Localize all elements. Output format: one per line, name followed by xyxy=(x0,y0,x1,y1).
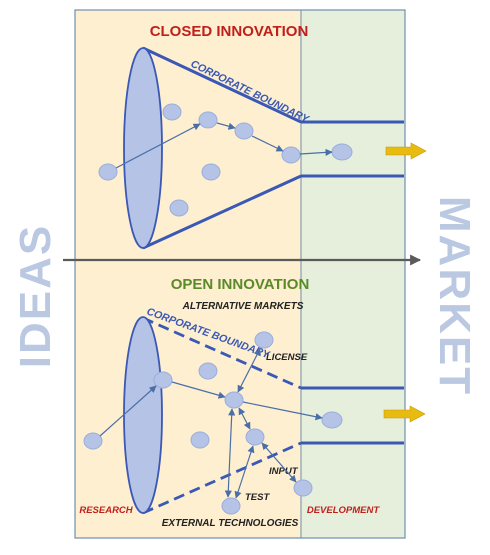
open-output-arrow xyxy=(383,405,426,423)
development-zone xyxy=(301,10,405,538)
closed-node xyxy=(201,163,221,181)
open-arrow xyxy=(234,445,255,499)
open-arrow xyxy=(242,401,323,421)
open-node xyxy=(321,411,343,429)
open-funnel-mouth xyxy=(123,316,163,514)
external-technologies-label: EXTERNAL TECHNOLOGIES xyxy=(162,518,299,529)
closed-node xyxy=(234,122,254,140)
diagram-frame xyxy=(74,9,406,539)
open-node xyxy=(190,431,210,449)
closed-arrow xyxy=(115,123,201,169)
open-arrow xyxy=(99,385,157,437)
open-node xyxy=(221,497,241,515)
closed-arrow xyxy=(251,135,284,152)
development-zone-label: DEVELOPMENT xyxy=(307,505,381,516)
open-node xyxy=(224,391,244,409)
open-arrow xyxy=(238,407,251,430)
closed-innovation-title: CLOSED INNOVATION xyxy=(150,23,309,40)
closed-funnel-top-line xyxy=(142,46,302,124)
open-node xyxy=(153,371,173,389)
closed-node xyxy=(162,103,182,121)
open-arrows xyxy=(99,348,323,499)
closed-funnel-bottom-line xyxy=(142,174,302,250)
closed-output-arrow xyxy=(385,142,427,160)
open-node xyxy=(83,432,103,450)
closed-arrows xyxy=(115,122,333,169)
closed-arrow xyxy=(299,148,333,156)
open-arrow xyxy=(237,348,261,393)
open-node xyxy=(254,331,274,349)
research-zone xyxy=(75,10,301,538)
closed-node xyxy=(169,199,189,217)
open-node xyxy=(245,428,265,446)
open-node xyxy=(198,362,218,380)
open-node xyxy=(293,479,313,497)
open-nodes xyxy=(83,331,343,515)
closed-node xyxy=(331,143,353,161)
closed-funnel-mouth xyxy=(123,47,163,249)
closed-node xyxy=(198,111,218,129)
open-funnel-top-line xyxy=(142,316,302,390)
closed-nodes xyxy=(98,103,353,217)
closed-node xyxy=(98,163,118,181)
market-label: MARKET xyxy=(430,196,479,396)
open-arrow xyxy=(171,381,226,399)
closed-arrow xyxy=(216,122,236,130)
open-arrow xyxy=(224,408,236,498)
closed-node xyxy=(281,146,301,164)
research-zone-label: RESEARCH xyxy=(79,505,133,516)
open-arrow xyxy=(261,442,297,483)
open-innovation-title: OPEN INNOVATION xyxy=(171,276,310,293)
license-label: LICENSE xyxy=(266,352,308,363)
ideas-label: IDEAS xyxy=(11,224,60,368)
test-label: TEST xyxy=(245,492,270,503)
alternative-markets-label: ALTERNATIVE MARKETS xyxy=(182,301,304,312)
